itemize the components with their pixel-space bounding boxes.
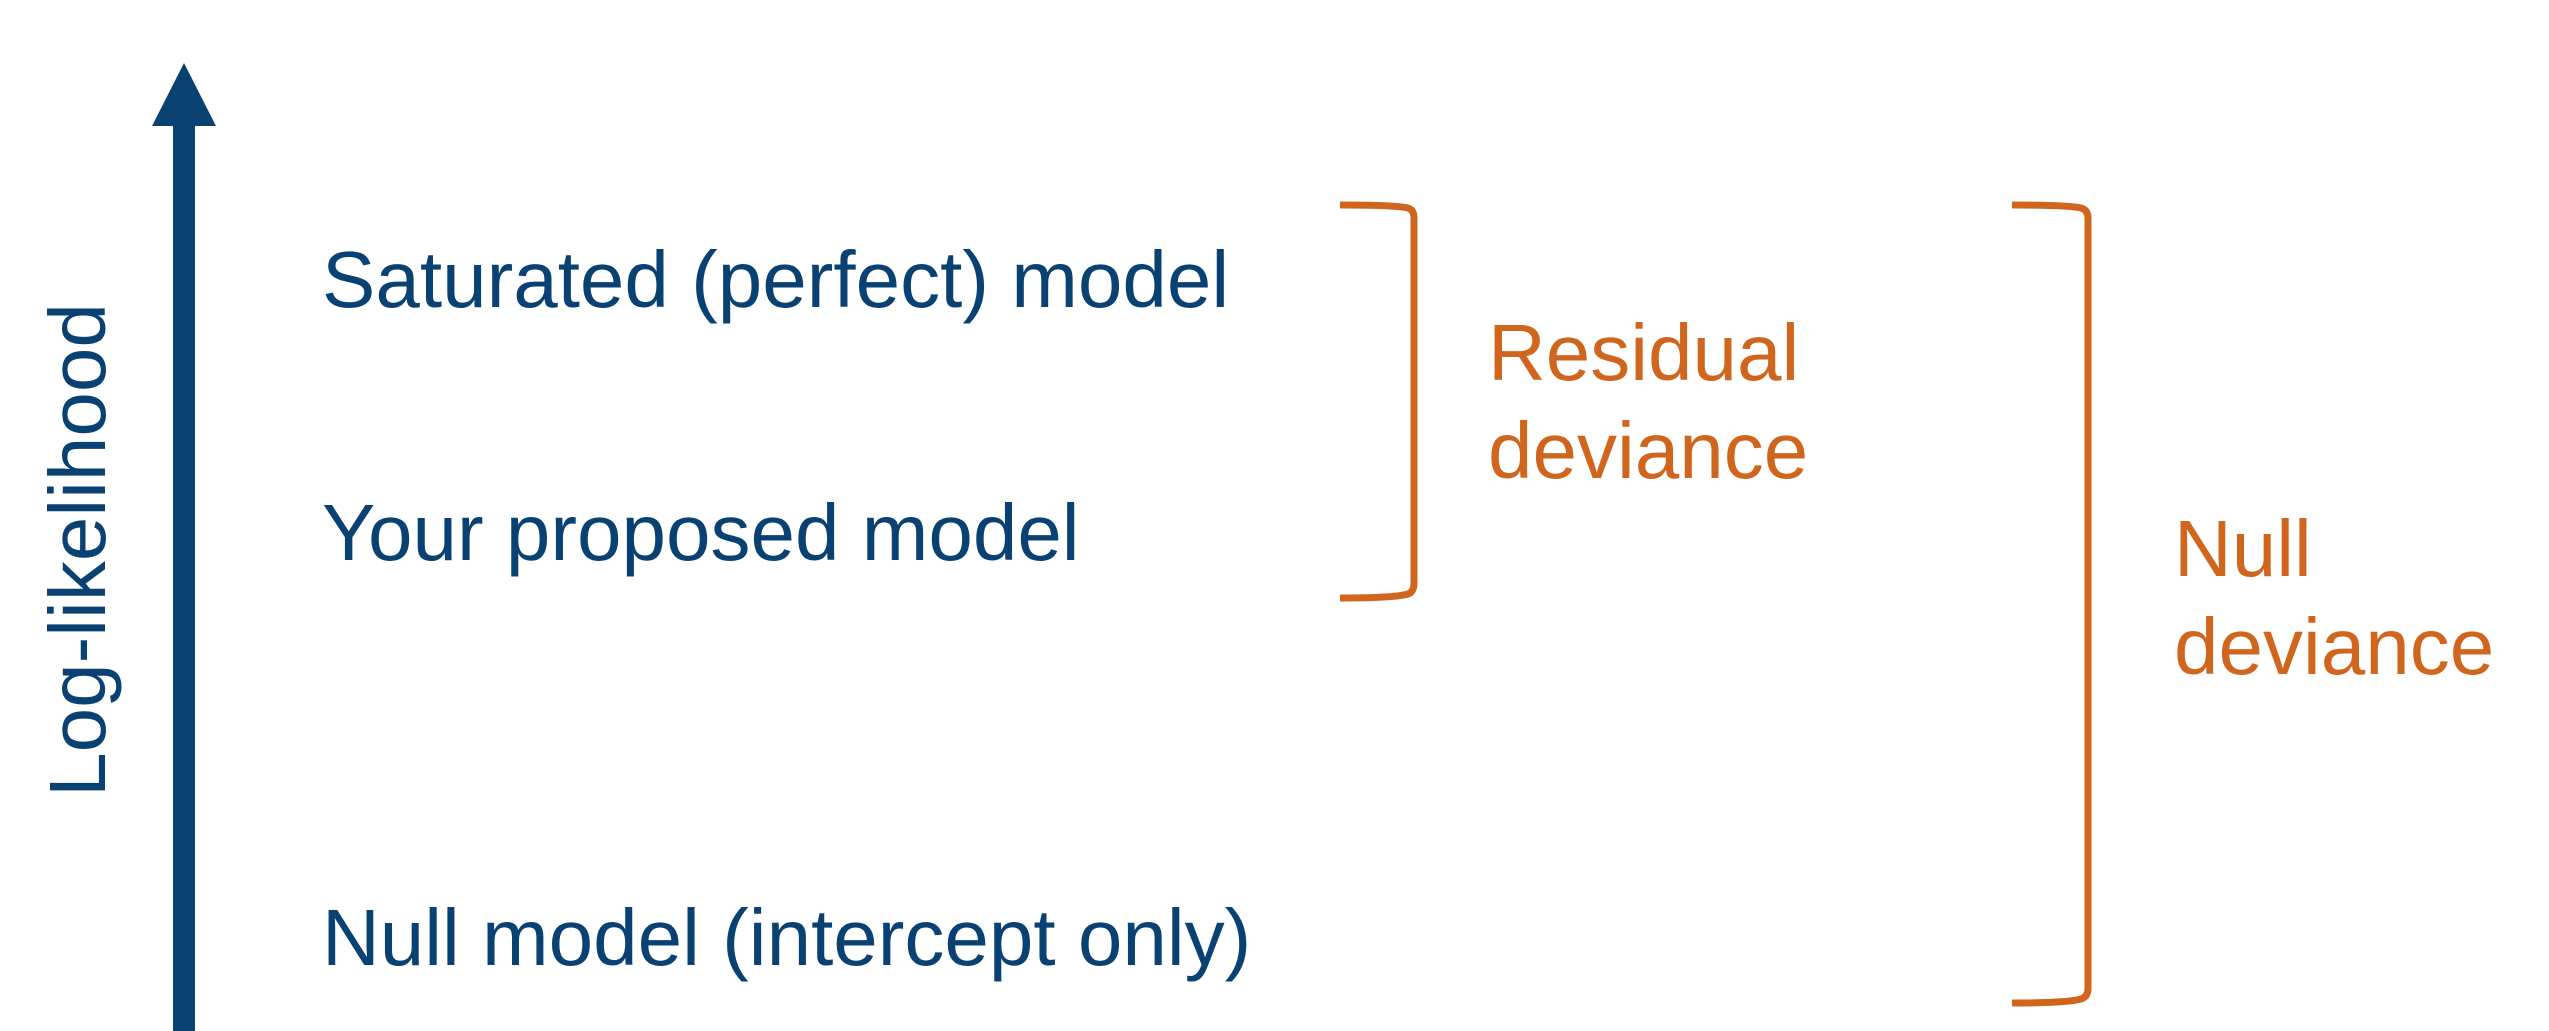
residual-deviance-label: Residual deviance [1488,304,1808,500]
residual-deviance-line1: Residual [1488,308,1800,397]
arrow-shaft [173,118,195,1031]
axis-label: Log-likelihood [33,303,122,797]
null-deviance-label: Null deviance [2174,500,2494,696]
saturated-model-label: Saturated (perfect) model [322,235,1230,324]
arrow-head [152,63,216,126]
residual-deviance-bracket [1339,201,1418,602]
null-deviance-line2: deviance [2174,602,2495,691]
null-model-label: Null model (intercept only) [322,893,1252,982]
proposed-model-label: Your proposed model [322,488,1080,577]
null-deviance-line1: Null [2174,504,2312,593]
log-likelihood-arrow [152,63,216,1031]
residual-deviance-line2: deviance [1488,406,1809,495]
null-deviance-bracket [2011,201,2092,1007]
